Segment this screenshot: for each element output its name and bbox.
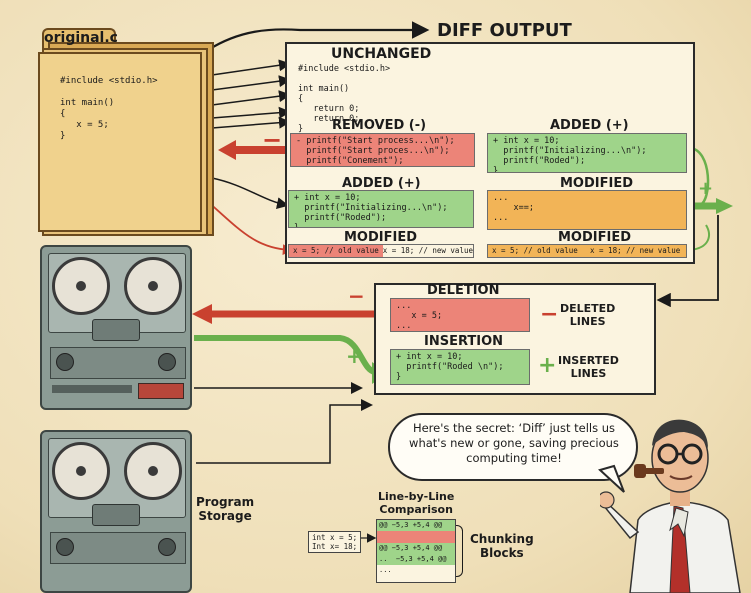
arrow-to-added: [211, 177, 289, 210]
reel-left-icon: [52, 442, 110, 500]
added-right-block: + int x = 10; printf("Initializing...\n"…: [487, 133, 687, 173]
deleted-lines-label: DELETED LINES: [560, 302, 616, 328]
speech-text: Here's the secret: ‘Diff’ just tells us …: [409, 421, 619, 465]
diff-output-title: DIFF OUTPUT: [437, 20, 572, 41]
person-illustration: [600, 419, 741, 593]
new-value-cell: x = 18; // new value: [590, 246, 681, 255]
tape2-line: [196, 399, 373, 464]
speech-bubble: [388, 413, 638, 481]
tape-drive-icon: [40, 430, 192, 593]
old-value-cell: x = 5; // old value: [492, 246, 578, 255]
reel-right-icon: [124, 442, 182, 500]
added-right-label: ADDED (+): [550, 118, 629, 133]
hunk-header: @@ −5,3 +5,4 @@: [377, 520, 455, 531]
modified-right-row: x = 5; // old value x = 18; // new value: [487, 244, 687, 258]
hunk-ellipsis: ...: [379, 566, 392, 574]
folder-title: original.c: [44, 30, 118, 46]
plus-symbol: +: [698, 178, 714, 199]
insertion-label: INSERTION: [424, 334, 504, 349]
arrow-to-unchanged-3: [211, 90, 291, 106]
inserted-lines-label: INSERTED LINES: [558, 354, 619, 380]
comparison-title: Line-by-Line Comparison: [378, 490, 455, 516]
minus-symbol: −: [262, 126, 283, 154]
speech-bubble-tail: [598, 464, 625, 493]
arrow-to-unchanged-1: [211, 59, 291, 76]
arrow-to-unchanged-5: [211, 116, 291, 129]
modified-right-label: MODIFIED: [558, 230, 632, 245]
removed-label: REMOVED (-): [332, 118, 427, 133]
green-plus-arrow-symbol: +: [346, 344, 363, 368]
deletion-minus-symbol: −: [540, 302, 559, 327]
hunk-header: @@ −5,3 +5,4 @@: [377, 543, 455, 554]
unchanged-code: #include <stdio.h> int main() { return 0…: [298, 64, 391, 134]
arrow-to-modified: [205, 199, 294, 255]
hunk-list: @@ −5,3 +5,4 @@ @@ −5,3 +5,4 @@ .. −5,3 …: [376, 519, 456, 583]
new-value-cell: x = 18; // new value: [382, 245, 473, 257]
arrow-to-deleted-lines: [656, 215, 719, 308]
added-left-block: + int x = 10; printf("Initializing...\n"…: [288, 190, 474, 228]
folder-code: #include <stdio.h> int main() { x = 5; }: [60, 76, 158, 141]
deletion-label: DELETION: [427, 283, 500, 298]
modified-left-label: MODIFIED: [344, 230, 418, 245]
added-left-label: ADDED (+): [342, 176, 421, 191]
reel-right-icon: [124, 257, 182, 315]
insertion-block: + int x = 10; printf("Roded \n"); }: [390, 349, 530, 385]
unchanged-label: UNCHANGED: [331, 46, 432, 62]
insertion-arrow: [194, 335, 377, 375]
reel-left-icon: [52, 257, 110, 315]
arrow-to-diff-output: [207, 21, 430, 51]
tape-drive-icon: [40, 245, 192, 410]
red-minus-arrow-symbol: −: [348, 284, 365, 308]
chunking-blocks-label: Chunking Blocks: [470, 532, 534, 560]
folder-icon: [38, 28, 214, 236]
removed-block: - printf("Start process...\n"); printf("…: [290, 133, 475, 167]
program-storage-label: Program Storage: [196, 495, 255, 523]
comparison-left-code: int x = 5; Int x= 18;: [308, 531, 362, 553]
arrow-to-unchanged-2: [211, 75, 291, 91]
added-return-arrow: [689, 146, 710, 207]
arrow-to-unchanged-4: [211, 106, 291, 119]
modified-left-row: x = 5; // old value x = 18; // new value: [288, 244, 474, 258]
insertion-plus-symbol: +: [538, 353, 557, 378]
old-value-cell: x = 5; // old value: [289, 245, 383, 257]
modified-top-label: MODIFIED: [560, 176, 634, 191]
modified-top-block: ... x==; ...: [487, 190, 687, 230]
deletion-block: ... x = 5; ...: [390, 298, 530, 332]
hunk-header: .. −5,3 +5,4 @@: [377, 554, 455, 565]
